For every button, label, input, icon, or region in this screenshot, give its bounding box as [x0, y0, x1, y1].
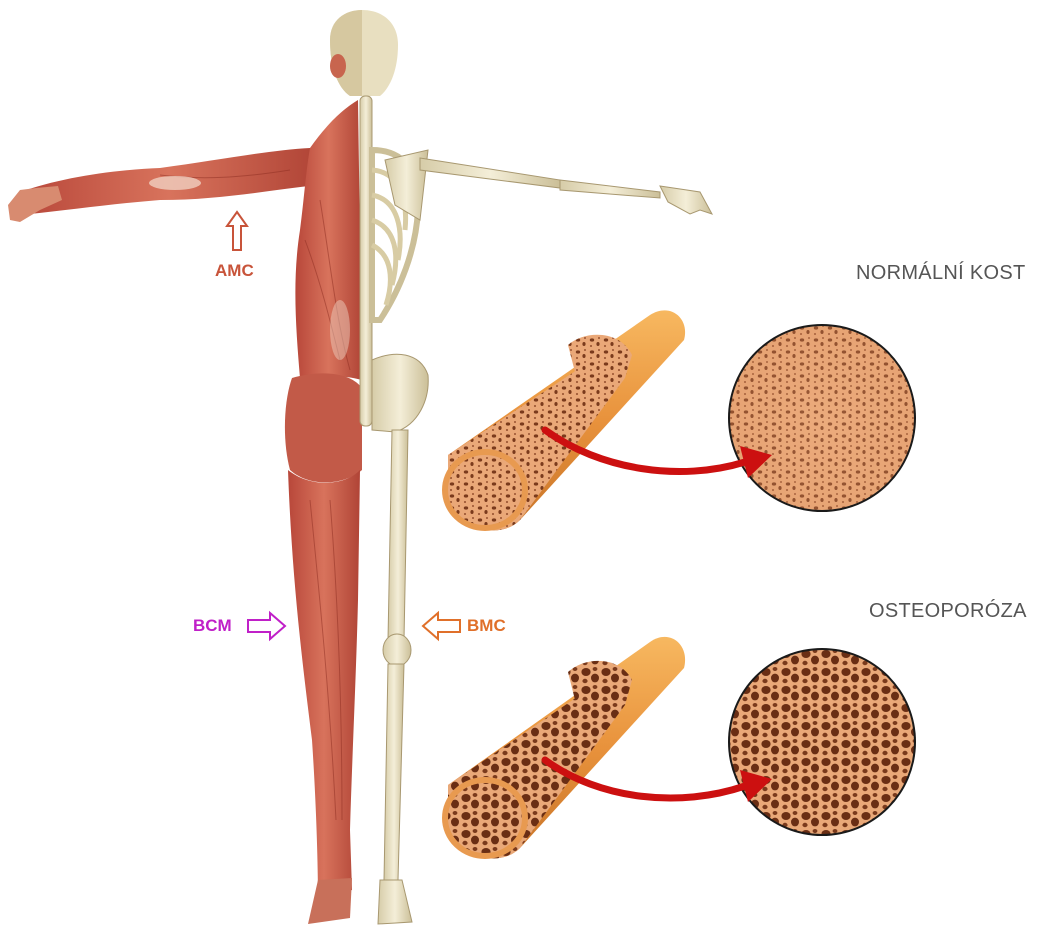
normal-bone-title: NORMÁLNÍ KOST	[856, 262, 1025, 285]
osteoporosis-title: OSTEOPORÓZA	[869, 600, 1027, 623]
up-outline-arrow-icon	[227, 212, 247, 250]
muscle-foot	[308, 878, 352, 924]
muscle-glute	[285, 373, 362, 482]
right-outline-arrow-icon	[248, 613, 285, 639]
bmc-label: BMC	[467, 616, 506, 636]
amc-label: AMC	[215, 261, 254, 281]
bcm-label: BCM	[193, 616, 232, 636]
osteoporosis-bone-illustration	[445, 637, 930, 858]
left-outline-arrow-icon	[423, 613, 460, 639]
muscle-leg	[288, 470, 360, 900]
normal-bone-illustration	[445, 310, 930, 530]
